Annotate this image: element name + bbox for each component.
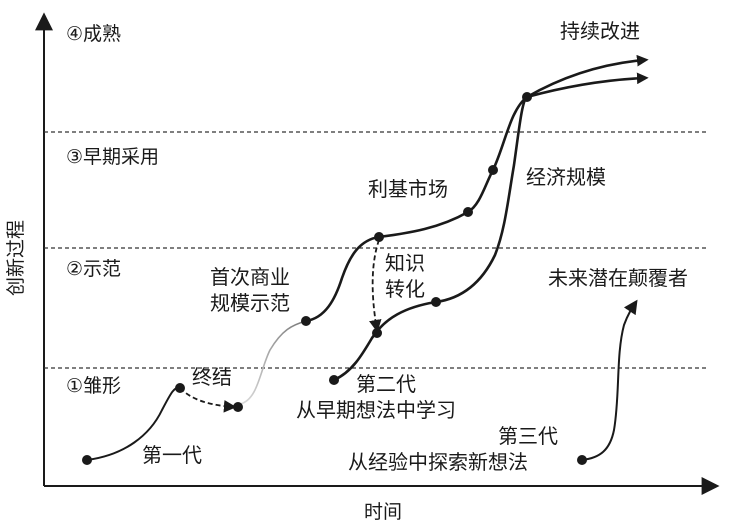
y-axis-label: 创新过程 bbox=[5, 220, 27, 296]
label-economies-of-scale: 经济规模 bbox=[526, 165, 606, 189]
milestone-dot bbox=[431, 297, 441, 307]
termination-arrow bbox=[179, 387, 237, 413]
milestone-dot bbox=[175, 383, 185, 393]
label-second-generation-2: 从早期想法中学习 bbox=[296, 398, 456, 422]
milestone-dot bbox=[82, 455, 92, 465]
milestone-dot bbox=[522, 92, 532, 102]
label-knowledge-transfer-2: 转化 bbox=[385, 277, 425, 301]
label-first-commercial-2: 规模示范 bbox=[210, 291, 290, 315]
label-future-disruptor: 未来潜在颠覆者 bbox=[548, 266, 688, 290]
milestone-dot bbox=[374, 232, 384, 242]
label-knowledge-transfer-1: 知识 bbox=[385, 251, 425, 275]
stage-label-early-adoption: ③早期采用 bbox=[66, 146, 159, 168]
label-first-commercial-1: 首次商业 bbox=[210, 265, 290, 289]
third-generation-curve bbox=[581, 299, 638, 461]
faded-continuation-curve bbox=[239, 320, 307, 405]
label-third-generation-2: 从经验中探索新想法 bbox=[348, 450, 528, 474]
upper-development-curve bbox=[305, 54, 649, 323]
milestone-dot bbox=[329, 375, 339, 385]
label-continuous-improvement: 持续改进 bbox=[560, 19, 640, 43]
milestone-dot bbox=[463, 207, 473, 217]
milestone-dot bbox=[372, 328, 382, 338]
stage-label-maturity: ④成熟 bbox=[66, 23, 121, 45]
first-generation-curve bbox=[86, 386, 181, 461]
x-axis-label: 时间 bbox=[364, 501, 402, 523]
milestone-dot bbox=[301, 316, 311, 326]
label-first-generation: 第一代 bbox=[142, 443, 202, 467]
milestone-dot bbox=[577, 455, 587, 465]
label-third-generation-1: 第三代 bbox=[498, 424, 558, 448]
milestone-dot bbox=[488, 165, 498, 175]
knowledge-transfer-arrow bbox=[369, 239, 382, 333]
label-termination: 终结 bbox=[192, 365, 232, 389]
milestone-dot bbox=[233, 402, 243, 412]
stage-label-demonstration: ②示范 bbox=[66, 258, 121, 280]
label-second-generation-1: 第二代 bbox=[356, 372, 416, 396]
stage-label-prototype: ①雏形 bbox=[66, 375, 121, 397]
label-niche-market: 利基市场 bbox=[368, 177, 448, 201]
